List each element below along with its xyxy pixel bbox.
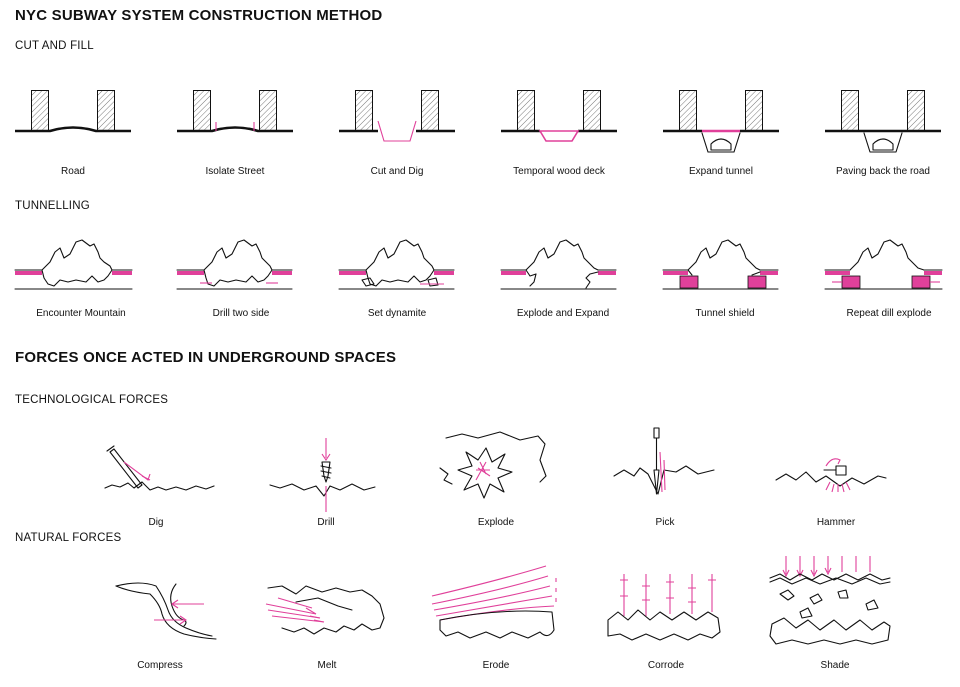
cut-fill-paving [825, 90, 941, 153]
tunnel-drill [176, 239, 293, 290]
tunnel-repeat [824, 239, 943, 290]
drill-icon [321, 461, 331, 483]
explosion-icon [457, 447, 513, 499]
force-hammer [775, 458, 887, 493]
force-caption: Melt [317, 660, 337, 671]
force-caption: Shade [820, 660, 850, 671]
building-hatch-icon [583, 90, 601, 132]
tunnel-explode [500, 239, 617, 290]
force-corrode [607, 574, 721, 641]
force-caption: Compress [137, 660, 183, 671]
step-caption: Expand tunnel [689, 166, 753, 177]
cut-fill-dig [339, 90, 455, 142]
building-hatch-icon [421, 90, 439, 132]
step-caption: Temporal wood deck [513, 166, 605, 177]
force-caption: Explode [477, 517, 515, 528]
force-pick [613, 427, 715, 495]
force-explode [439, 431, 547, 499]
natural-forces-heading: NATURAL FORCES [15, 532, 122, 544]
force-caption: Dig [148, 517, 164, 528]
force-caption: Drill [317, 517, 335, 528]
building-hatch-icon [355, 90, 373, 132]
melt-icon [267, 585, 385, 635]
force-caption: Erode [482, 660, 510, 671]
cut-fill-isolate [177, 90, 293, 133]
corrode-icon [623, 574, 713, 616]
building-hatch-icon [31, 90, 49, 132]
compress-icon [115, 582, 213, 637]
force-erode [431, 565, 557, 639]
building-hatch-icon [907, 90, 925, 132]
building-hatch-icon [517, 90, 535, 132]
mountain-icon [41, 239, 113, 287]
step-caption: Repeat dill explode [846, 308, 932, 319]
tunnelling-heading: TUNNELLING [15, 200, 90, 212]
step-caption: Tunnel shield [695, 308, 755, 319]
building-hatch-icon [745, 90, 763, 132]
step-caption: Paving back the road [836, 166, 930, 177]
building-hatch-icon [97, 90, 115, 132]
step-caption: Drill two side [212, 308, 270, 319]
force-compress [115, 582, 217, 640]
force-drill [269, 438, 376, 512]
step-caption: Isolate Street [205, 166, 265, 177]
tunnel-shield [662, 239, 779, 290]
pick-icon [653, 427, 660, 439]
step-caption: Set dynamite [367, 308, 427, 319]
dig-tool-icon [109, 448, 143, 489]
cut-fill-expand [663, 90, 779, 153]
page-title: NYC SUBWAY SYSTEM CONSTRUCTION METHOD [15, 7, 383, 24]
force-caption: Hammer [816, 517, 856, 528]
force-dig [104, 445, 215, 491]
forces-title: FORCES ONCE ACTED IN UNDERGROUND SPACES [15, 349, 397, 366]
cut-fill-road [15, 90, 131, 133]
tunnel-encounter [14, 239, 133, 290]
force-shade [769, 556, 891, 645]
step-caption: Encounter Mountain [36, 308, 126, 319]
step-caption: Road [61, 166, 85, 177]
cut-and-fill-heading: CUT AND FILL [15, 40, 94, 52]
building-hatch-icon [841, 90, 859, 132]
step-caption: Explode and Expand [516, 308, 610, 319]
tunnel-dynamite [338, 239, 455, 290]
building-hatch-icon [679, 90, 697, 132]
force-caption: Pick [655, 517, 675, 528]
step-caption: Cut and Dig [370, 166, 424, 177]
cut-fill-deck [501, 90, 617, 142]
force-caption: Corrode [647, 660, 685, 671]
building-hatch-icon [193, 90, 211, 132]
force-melt [265, 585, 385, 635]
technological-forces-heading: TECHNOLOGICAL FORCES [15, 394, 169, 406]
hammer-icon [835, 465, 847, 476]
erode-icon [431, 565, 547, 597]
building-hatch-icon [259, 90, 277, 132]
shade-icon [769, 573, 891, 581]
